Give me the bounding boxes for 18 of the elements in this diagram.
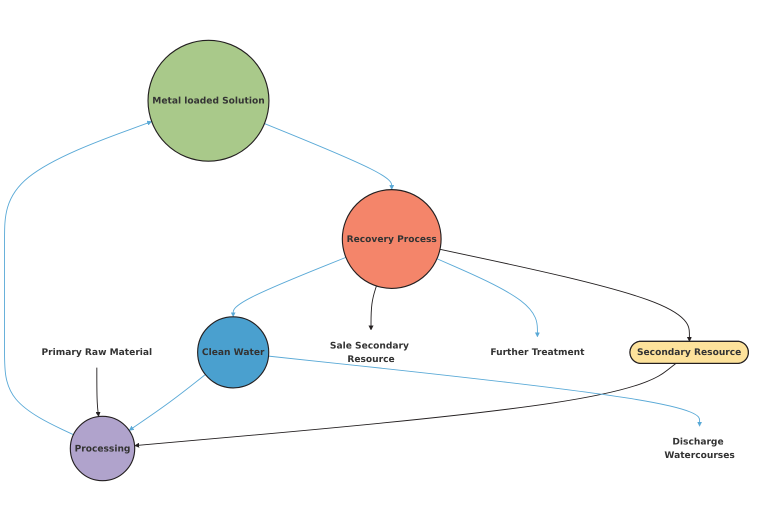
node-text: Primary Raw Material: [41, 346, 152, 358]
arrow: [368, 286, 377, 330]
node-text: Discharge Watercourses: [664, 436, 735, 460]
node-circle: Processing: [70, 416, 136, 482]
arrow: [436, 258, 540, 338]
arrow: [440, 248, 692, 342]
arrow: [230, 256, 346, 318]
node-text: Sale Secondary Resource: [330, 340, 409, 364]
node-circle: Recovery Process: [342, 189, 442, 289]
arrow: [96, 367, 101, 417]
arrow: [128, 374, 206, 431]
node-circle: Clean Water: [197, 316, 270, 388]
arrow: [134, 363, 676, 448]
arrow: [4, 120, 152, 436]
arrow: [268, 356, 702, 427]
arrow: [264, 123, 394, 190]
node-circle: Metal loaded Solution: [147, 40, 270, 162]
node-text: Further Treatment: [490, 346, 584, 358]
